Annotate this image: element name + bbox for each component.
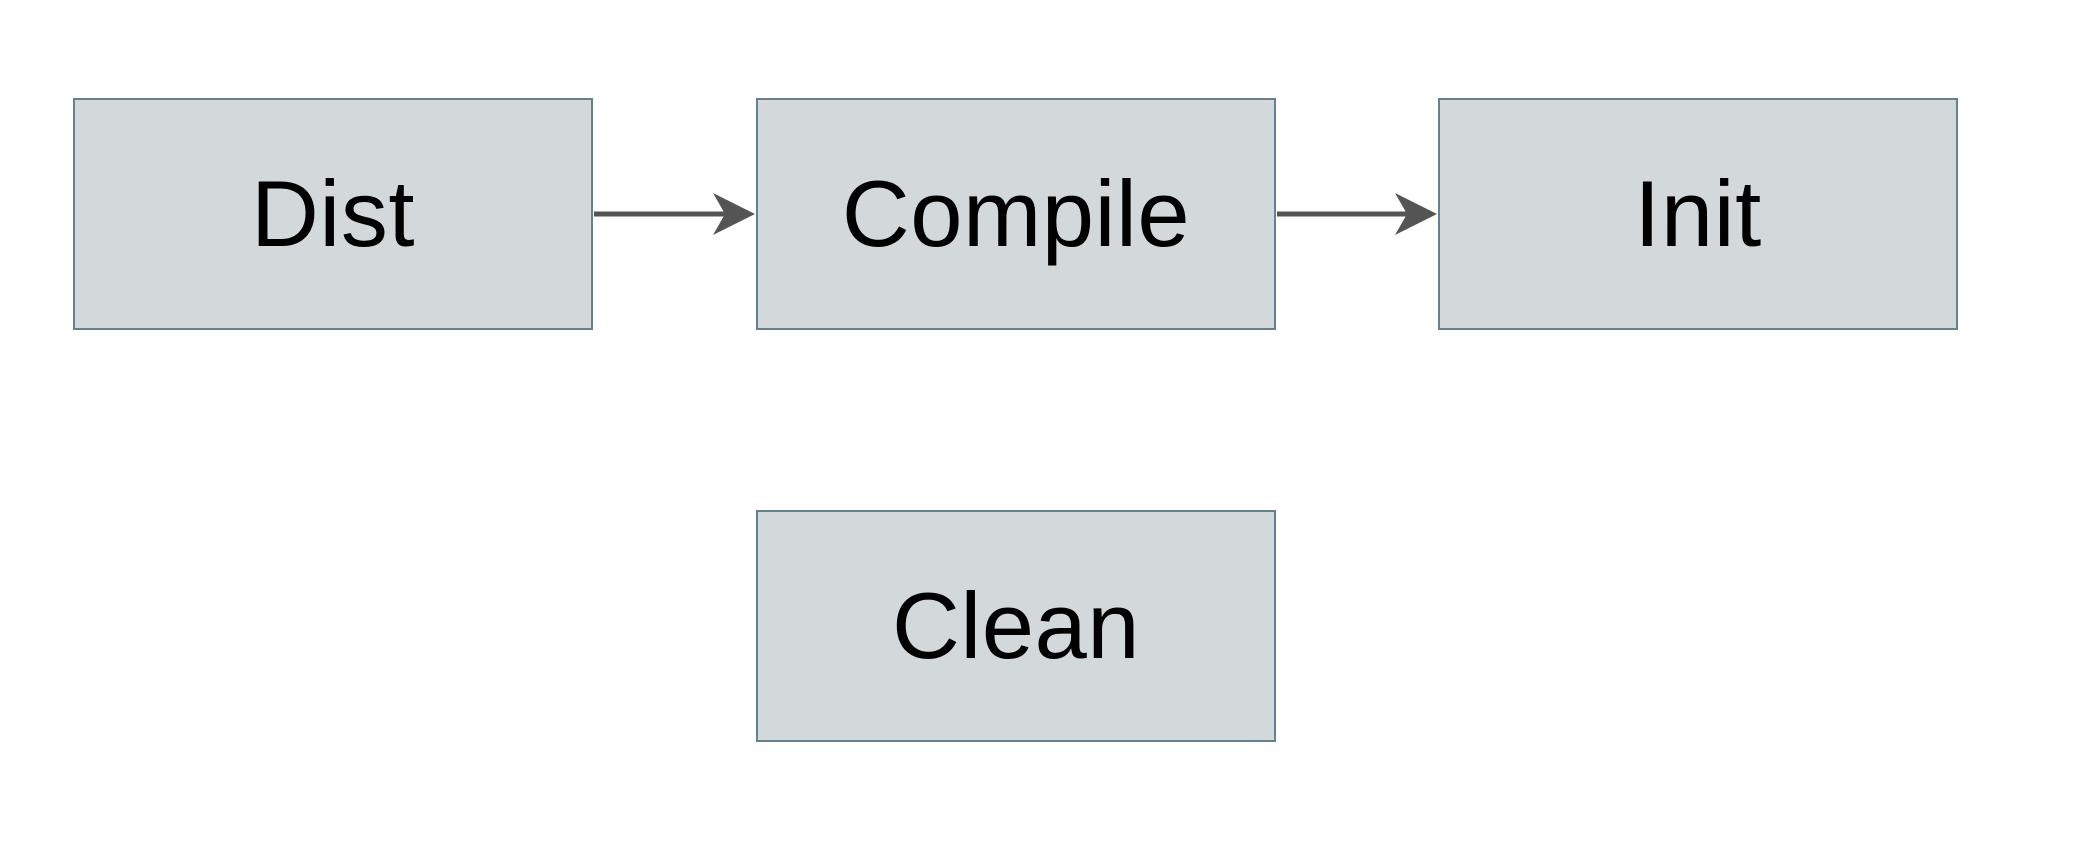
- node-dist-label: Dist: [251, 161, 415, 266]
- node-init: Init: [1438, 98, 1958, 330]
- node-clean: Clean: [756, 510, 1276, 742]
- node-init-label: Init: [1634, 161, 1762, 266]
- node-compile-label: Compile: [841, 161, 1191, 266]
- node-dist: Dist: [73, 98, 593, 330]
- arrow-dist-to-compile-icon: [594, 193, 755, 235]
- node-compile: Compile: [756, 98, 1276, 330]
- node-clean-label: Clean: [891, 573, 1141, 678]
- arrow-compile-to-init-icon: [1277, 193, 1437, 235]
